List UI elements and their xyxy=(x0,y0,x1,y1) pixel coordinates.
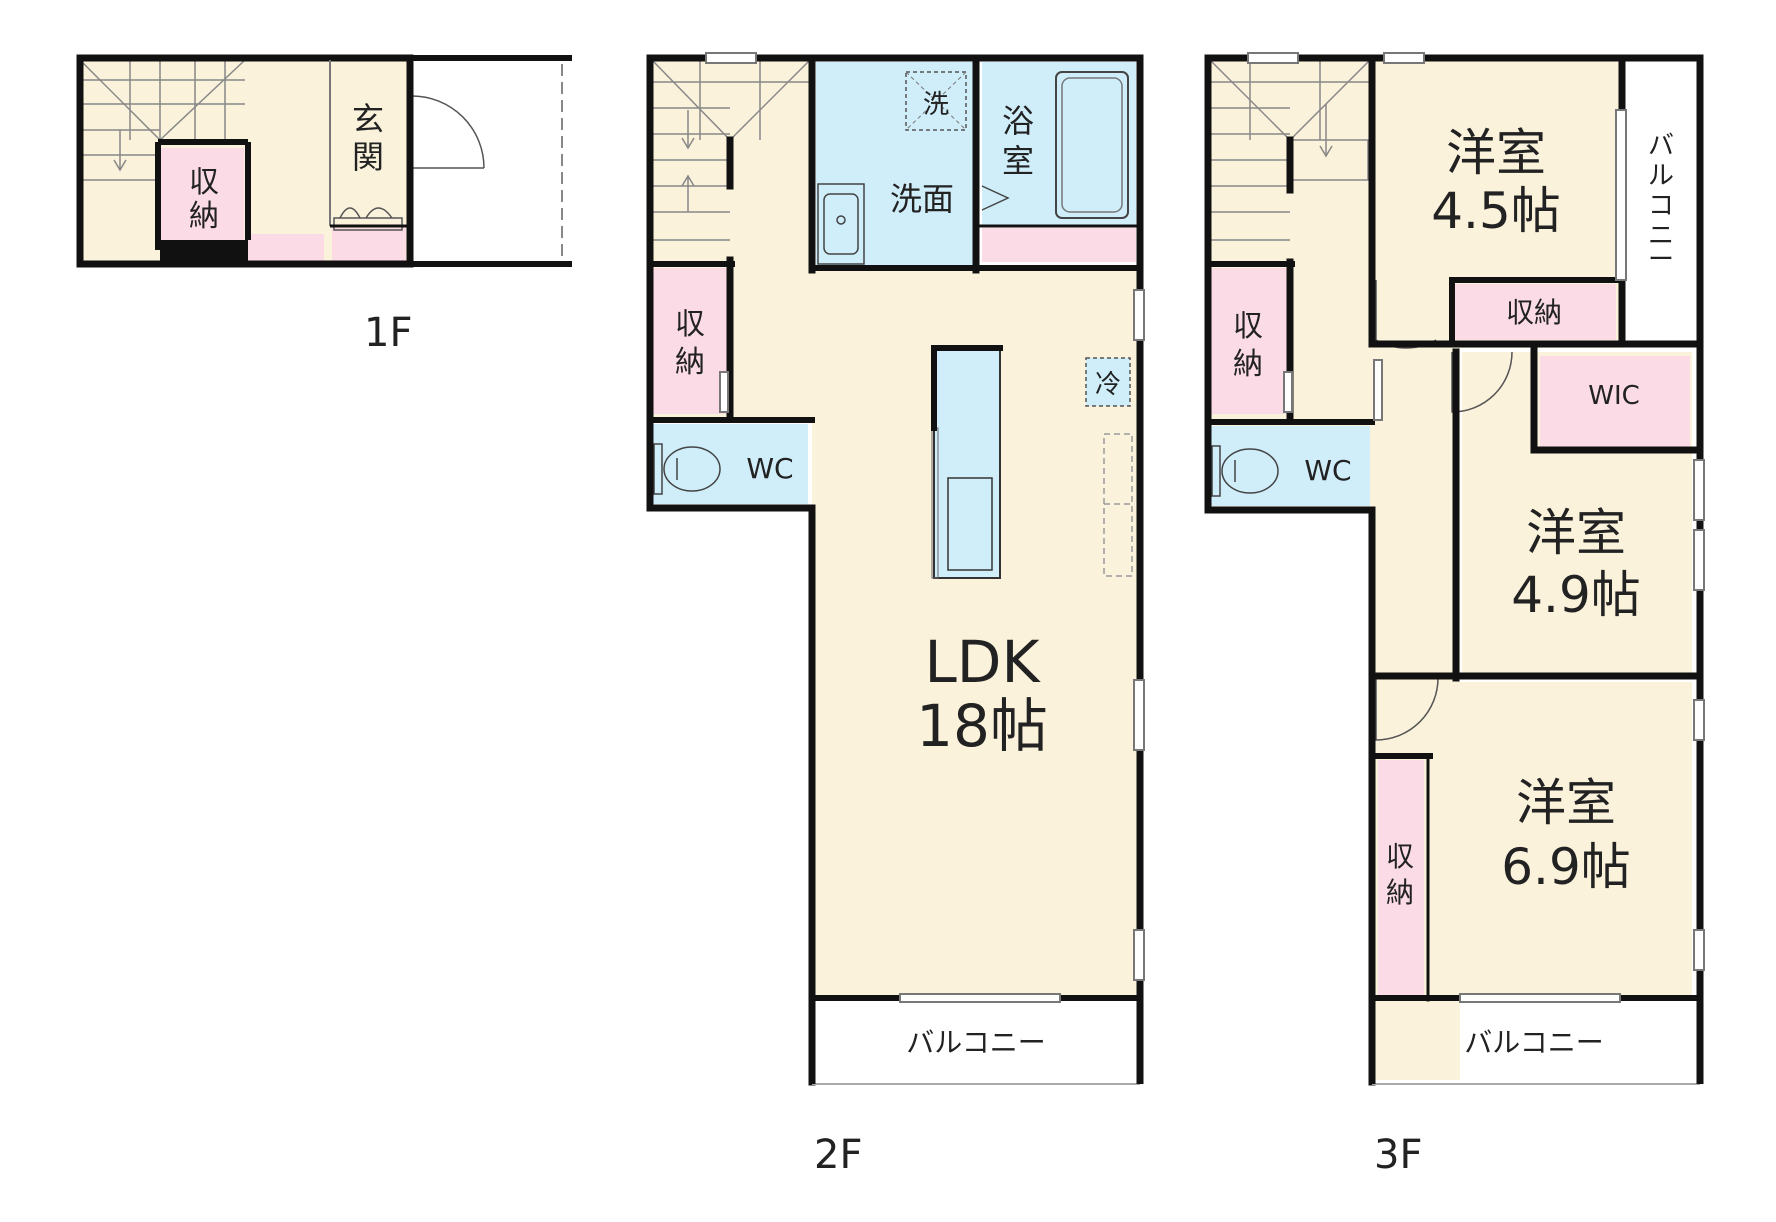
f2-stairs xyxy=(651,59,811,241)
f2-washroom-label: 洗面 xyxy=(890,180,954,218)
f2-cupboard xyxy=(1103,433,1133,577)
f3-side-balcony-3: コ xyxy=(1648,191,1674,221)
f2-storage-label-1: 収 xyxy=(675,307,705,342)
f2-washer-box xyxy=(905,71,967,131)
f3-room1-size: 4.5帖 xyxy=(1431,182,1561,240)
f1-storage-room xyxy=(160,148,244,240)
f3-room3-storage xyxy=(1378,760,1424,996)
f3-room1-storage-label: 収納 xyxy=(1506,296,1562,329)
floor-label-3f: 3F xyxy=(1374,1132,1423,1178)
f3-room1-storage xyxy=(1452,284,1616,340)
f3-wc-label: WC xyxy=(1304,454,1351,487)
f3-hall-storage-2: 納 xyxy=(1233,347,1263,382)
f2-storage-label-2: 納 xyxy=(675,345,705,380)
f1-storage-label-1: 収 xyxy=(189,165,219,200)
f3-balcony xyxy=(1368,1000,1704,1085)
f1-shoebox-icon xyxy=(333,207,403,231)
f2-fridge-mark: 冷 xyxy=(1095,370,1121,400)
f3-side-balcony-1: バ xyxy=(1648,131,1674,161)
f2-storage xyxy=(652,268,730,414)
f3-room2-name: 洋室 xyxy=(1526,504,1626,562)
f2-bathtub xyxy=(1055,71,1129,219)
floor-3f: 洋室 4.5帖 バ ル コ ニ ー 収納 WIC 収 納 WC 洋室 4.9帖 … xyxy=(1204,52,1705,1086)
f2-bath-door xyxy=(981,185,1010,211)
f3-toilet-icon xyxy=(1211,445,1279,497)
f3-side-balcony-4: ニ xyxy=(1648,221,1674,251)
f2-washroom xyxy=(816,62,976,268)
f3-room3-name: 洋室 xyxy=(1516,774,1616,832)
f1-entrance-label-2: 関 xyxy=(352,138,384,176)
floor-2f: 洗 浴 室 洗面 収 納 WC 冷 LDK 18帖 バルコニー xyxy=(646,52,1145,1086)
f3-room3-storage-1: 収 xyxy=(1386,840,1414,873)
f3-wic-label: WIC xyxy=(1588,381,1640,411)
f2-fridge-box xyxy=(1085,357,1131,407)
f1-walls xyxy=(76,54,572,268)
f1-storage-label-2: 納 xyxy=(189,199,219,234)
f3-wc-room xyxy=(1210,426,1370,506)
f3-windows xyxy=(1247,52,1705,1003)
f1-storage-strip xyxy=(248,234,324,264)
f2-bath-storage xyxy=(982,228,1136,262)
floor-1f: 収 納 玄 関 xyxy=(76,54,572,268)
floor-label-1f: 1F xyxy=(364,310,413,356)
f3-stairs xyxy=(1209,59,1371,241)
f3-side-balcony-5: ー xyxy=(1648,245,1674,275)
f1-stairs xyxy=(79,58,246,181)
f2-ldk-name: LDK xyxy=(924,628,1041,696)
f1-entrance-label-1: 玄 xyxy=(352,100,384,138)
f2-wc-label: WC xyxy=(746,452,793,485)
f2-stairs-floor xyxy=(650,58,730,264)
f3-room3-storage-2: 納 xyxy=(1386,876,1414,909)
f3-room3-size: 6.9帖 xyxy=(1501,838,1631,896)
f1-shoe-storage xyxy=(332,228,406,264)
f2-wash-basin xyxy=(817,183,865,265)
f3-wic-fill xyxy=(1540,356,1690,448)
f2-ldk-size: 18帖 xyxy=(916,692,1048,760)
f2-bath-label-1: 浴 xyxy=(1002,102,1034,140)
f1-entrance-door xyxy=(411,95,485,169)
f3-hall-storage-1: 収 xyxy=(1233,309,1263,344)
f2-bath-label-2: 室 xyxy=(1002,142,1034,180)
f3-side-balcony-2: ル xyxy=(1648,161,1674,191)
f3-room1-name: 洋室 xyxy=(1446,124,1546,182)
f3-hall-storage xyxy=(1210,268,1288,414)
f2-balcony xyxy=(808,1000,1144,1085)
floor-label-2f: 2F xyxy=(814,1132,863,1178)
f2-balcony-label: バルコニー xyxy=(906,1026,1045,1059)
f2-wc-room xyxy=(652,424,808,504)
f3-room2-size: 4.9帖 xyxy=(1511,566,1641,624)
f2-kitchen-counter xyxy=(933,347,1001,579)
f3-balcony-label: バルコニー xyxy=(1464,1026,1603,1059)
f2-toilet-icon xyxy=(653,443,721,495)
f2-wash-mark: 洗 xyxy=(923,90,949,120)
f2-kitchen-sink xyxy=(947,477,993,571)
f2-windows xyxy=(705,52,1145,1003)
